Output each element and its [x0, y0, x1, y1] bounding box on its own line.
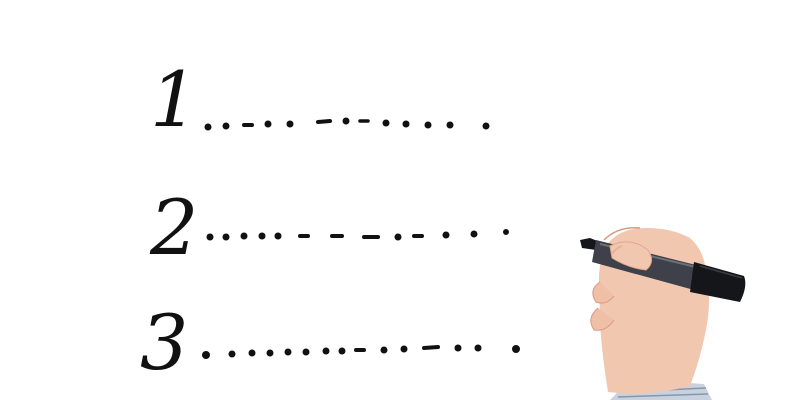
list-number-3: 3 — [140, 298, 188, 387]
dotted-line-1 — [204, 117, 490, 131]
dotted-line-2 — [206, 229, 509, 241]
list-number-1: 1 — [150, 55, 198, 144]
list-number-2: 2 — [150, 183, 198, 272]
thumb — [609, 241, 652, 271]
dotted-line-3 — [202, 344, 520, 359]
